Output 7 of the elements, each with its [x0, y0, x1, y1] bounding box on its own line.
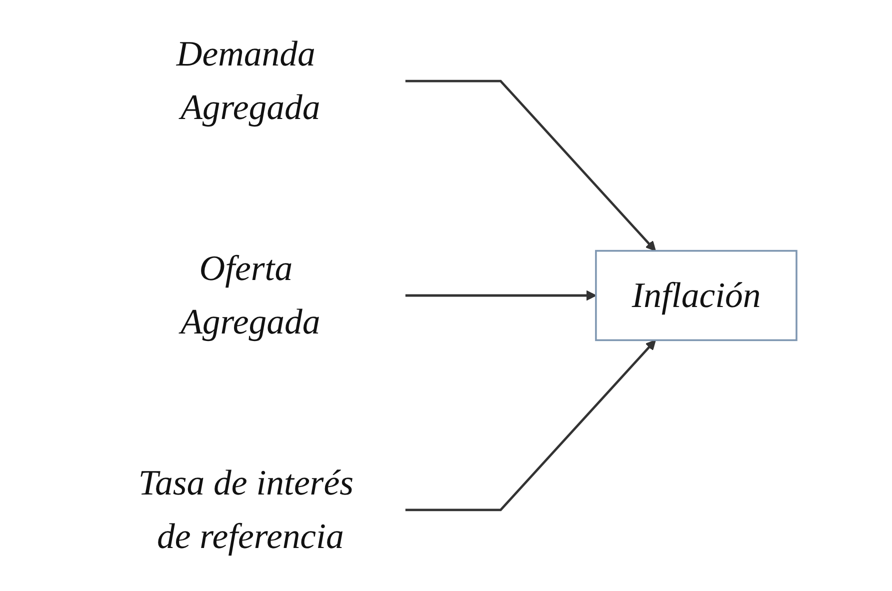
node-text: Tasa de interés de referencia — [138, 464, 354, 556]
arrow — [405, 290, 596, 301]
arrow — [405, 340, 656, 512]
node-text: Oferta Agregada — [180, 249, 320, 342]
arrow — [405, 80, 656, 252]
node-text: Demanda Agregada — [176, 34, 320, 128]
node-box: Inflación — [595, 250, 798, 342]
